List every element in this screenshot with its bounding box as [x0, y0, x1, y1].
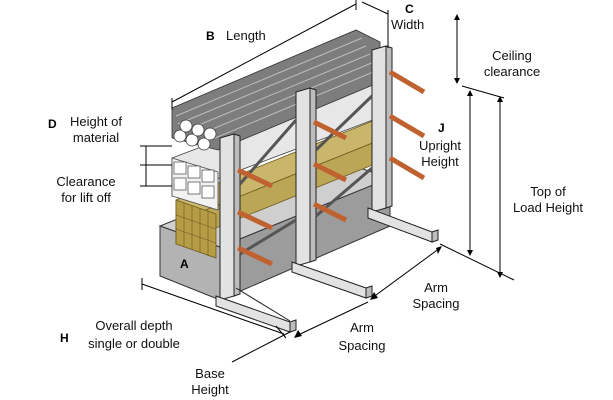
arm — [388, 155, 426, 181]
label-lift-off: for lift off — [61, 190, 111, 205]
label-base-height: Height — [191, 382, 229, 397]
label-a-letter: A — [180, 257, 189, 271]
arm — [312, 201, 348, 223]
label-b-letter: B — [206, 29, 215, 43]
pipe-bundle — [171, 29, 381, 151]
arm — [388, 113, 426, 139]
upright-back — [367, 45, 439, 243]
arm — [388, 69, 426, 95]
label-h-letter: H — [60, 331, 69, 345]
label-ceiling-line2: clearance — [484, 64, 540, 79]
arm — [236, 209, 274, 231]
upright-middle — [291, 87, 373, 299]
label-upright-height: Height — [421, 154, 459, 169]
arm — [312, 119, 348, 141]
label-base: Base — [195, 366, 225, 381]
label-arm-bottom: Arm — [350, 320, 374, 335]
arm — [236, 167, 274, 189]
label-material: material — [73, 130, 119, 145]
arm — [312, 161, 348, 183]
label-arm-right: Arm — [424, 280, 448, 295]
label-top-of: Top of — [530, 184, 566, 199]
label-clearance: Clearance — [56, 174, 115, 189]
arm — [236, 245, 274, 267]
label-d-letter: D — [48, 117, 57, 131]
label-load-height: Load Height — [513, 200, 583, 215]
label-single-double: single or double — [88, 336, 180, 351]
label-ceiling-line1: Ceiling — [492, 48, 532, 63]
label-j-letter: J — [438, 121, 445, 135]
label-width: Width — [391, 17, 424, 32]
label-upright: Upright — [419, 138, 461, 153]
label-height-of: Height of — [70, 114, 122, 129]
label-spacing-right: Spacing — [413, 296, 460, 311]
upright-front — [215, 133, 297, 333]
dimension-lines — [140, 0, 515, 363]
arms — [236, 69, 426, 267]
label-overall-depth: Overall depth — [95, 318, 172, 333]
label-c-letter: C — [405, 2, 414, 16]
label-spacing-bottom: Spacing — [339, 338, 386, 353]
labels: B Length C Width Ceiling clearance D Hei… — [48, 2, 583, 397]
label-length: Length — [226, 28, 266, 43]
